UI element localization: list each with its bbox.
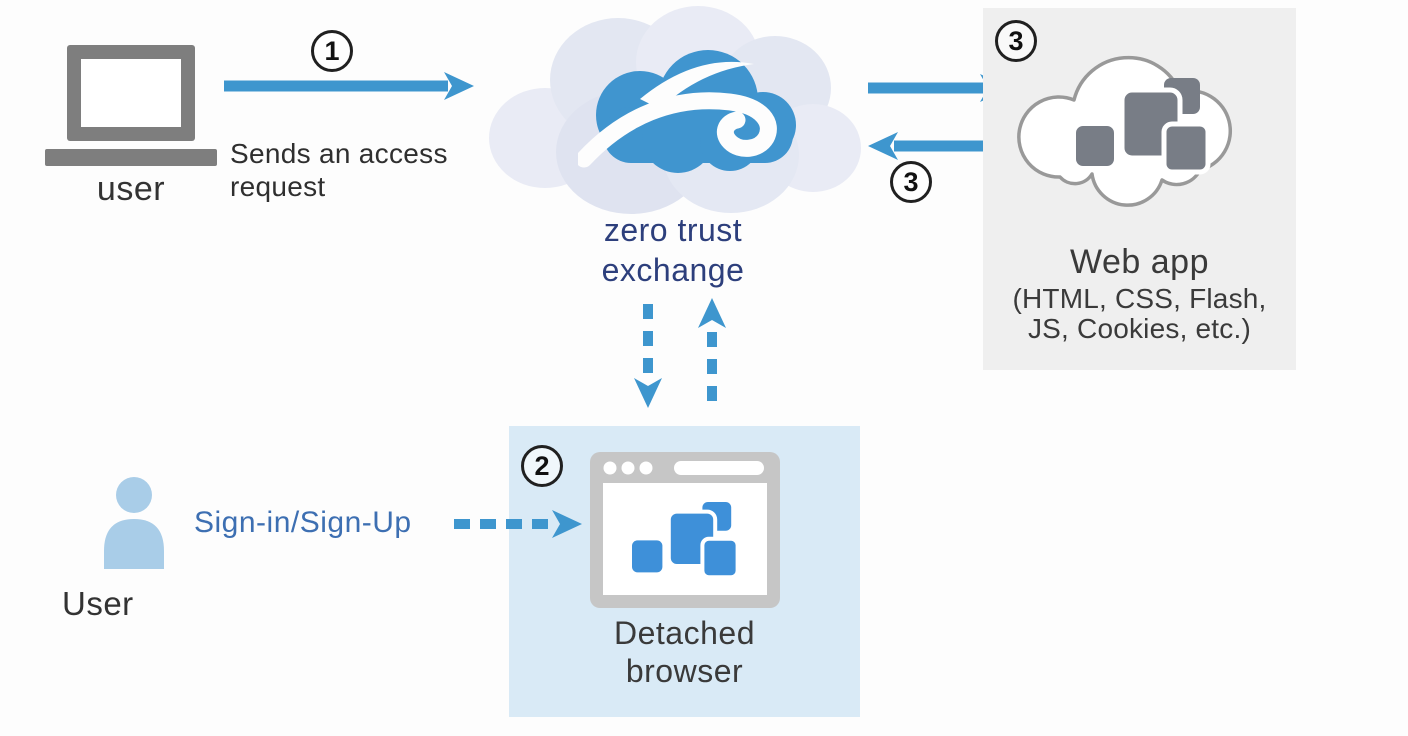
step-1-badge: 1 (311, 30, 353, 72)
step-3-badge-bottom: 3 (890, 161, 932, 203)
exchange-label-line1: zero trust (603, 212, 743, 248)
webapp-subtitle: (HTML, CSS, Flash, JS, Cookies, etc.) (983, 284, 1296, 344)
access-request-caption-line2: request (230, 171, 326, 202)
access-request-caption-line1: Sends an access (230, 138, 448, 169)
signin-dashed-arrow (454, 510, 582, 538)
exchange-to-browser-dashed-arrow (634, 304, 662, 408)
webapp-title: Web app (1070, 243, 1209, 281)
webapp-cloud-icon (1017, 55, 1233, 207)
user-person-label: User (62, 585, 134, 622)
exchange-label-line2: exchange (601, 252, 745, 288)
zscaler-logo-icon (578, 50, 796, 173)
user-device-label: user (96, 170, 166, 208)
access-request-arrow (224, 72, 474, 100)
detached-browser-label-line1: Detached (614, 615, 755, 651)
person-icon (104, 477, 164, 569)
laptop-icon (45, 45, 217, 166)
step-3-badge-top: 3 (995, 20, 1037, 62)
step-2-badge: 2 (521, 445, 563, 487)
detached-browser-icon (590, 452, 780, 608)
webapp-to-exchange-arrow (868, 132, 1010, 160)
detached-browser-label-line2: browser (625, 653, 744, 689)
webapp-subtitle-line1: (HTML, CSS, Flash, (1012, 283, 1267, 314)
signin-signup-label: Sign-in/Sign-Up (194, 506, 412, 539)
exchange-label: zero trust exchange (553, 210, 793, 290)
webapp-subtitle-line2: JS, Cookies, etc.) (1027, 313, 1251, 344)
access-request-caption: Sends an access request (230, 137, 448, 203)
browser-to-exchange-dashed-arrow (698, 298, 726, 404)
detached-browser-label: Detached browser (509, 614, 860, 690)
